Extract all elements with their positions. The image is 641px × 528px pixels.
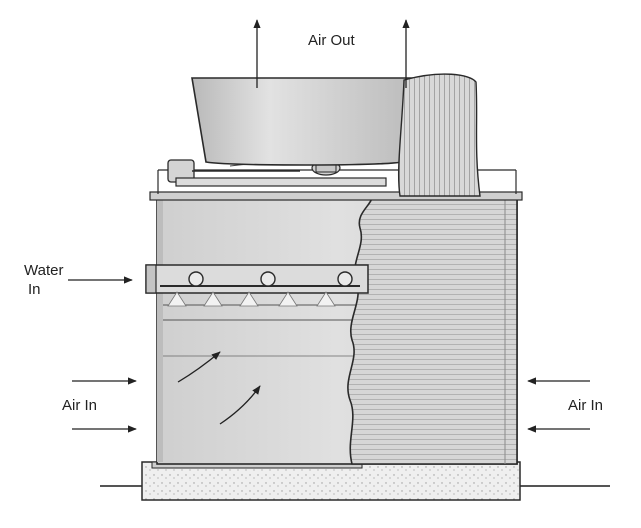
spray-nozzles (167, 291, 336, 307)
water-distribution-header (145, 264, 369, 294)
air-in-left-label: Air In (62, 397, 98, 414)
internal-airflow-arrows (177, 351, 261, 425)
air-in-left-arrows (72, 377, 137, 433)
fan-stack (191, 73, 481, 197)
air-out-label: Air Out (308, 32, 355, 49)
fill-media (347, 197, 518, 465)
tower-base (141, 461, 521, 501)
air-out-arrows (253, 19, 410, 88)
water-in-label-line1: Water (24, 262, 64, 279)
air-in-right-arrows (527, 377, 590, 433)
air-in-right-label: Air In (568, 397, 604, 414)
water-in-label-line2: In (28, 281, 41, 298)
